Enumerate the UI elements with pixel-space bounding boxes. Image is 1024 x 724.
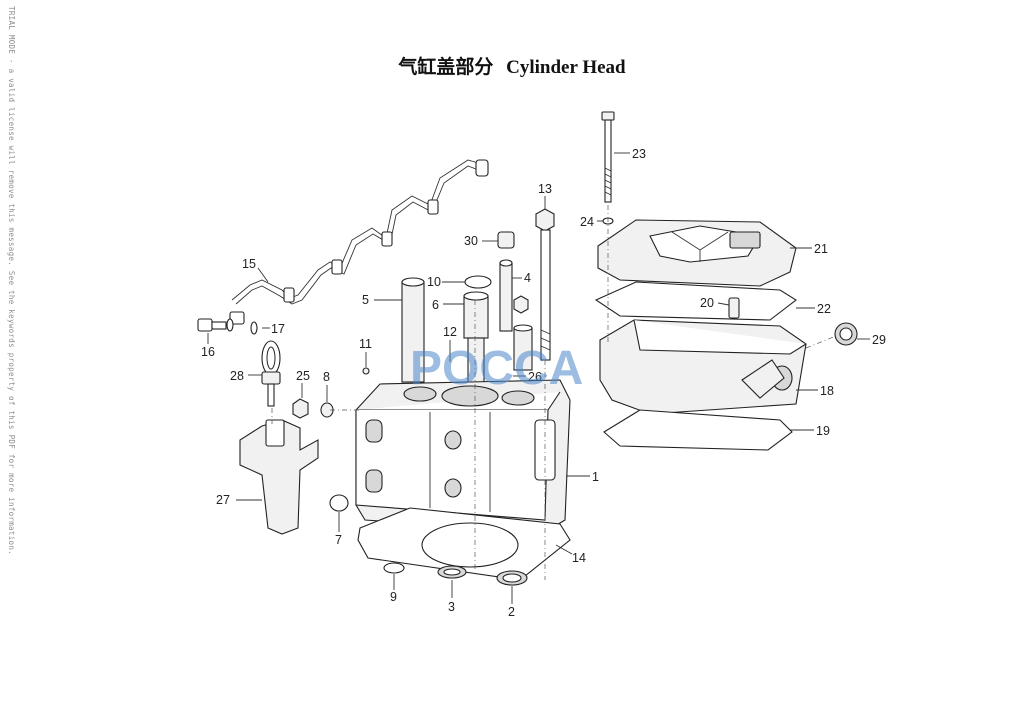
callout-29: 29: [872, 333, 886, 347]
page-title: 气缸盖部分 Cylinder Head: [0, 52, 1024, 79]
callout-3: 3: [448, 600, 455, 614]
small-bolt-part: [728, 297, 740, 319]
cover-seal-part: [834, 322, 858, 346]
callout-22: 22: [817, 302, 831, 316]
banjo-bolt-part: [197, 318, 258, 335]
callout-15: 15: [242, 257, 256, 271]
callout-labels: 1 2 3 4 5 6 7 8 9 10 11 12 13 14 15 16 1…: [201, 147, 886, 619]
seal-ring-part: [329, 494, 349, 512]
callout-21: 21: [814, 242, 828, 256]
callout-23: 23: [632, 147, 646, 161]
callout-20: 20: [700, 296, 714, 310]
lifting-eye-part: [261, 340, 281, 407]
sleeve-part: [401, 277, 425, 383]
callout-5: 5: [362, 293, 369, 307]
callout-16: 16: [201, 345, 215, 359]
o-ring-part: [464, 275, 492, 289]
leader-lines: [207, 152, 870, 604]
fuel-pipe-part: [229, 159, 489, 325]
callout-6: 6: [432, 298, 439, 312]
callout-9: 9: [390, 590, 397, 604]
rocker-housing-part: [599, 319, 807, 415]
callout-11: 11: [359, 337, 372, 351]
callout-8: 8: [323, 370, 330, 384]
callout-14: 14: [572, 551, 586, 565]
callout-1: 1: [592, 470, 599, 484]
callout-2: 2: [508, 605, 515, 619]
callout-19: 19: [816, 424, 830, 438]
callout-10: 10: [427, 275, 441, 289]
callout-4: 4: [524, 271, 531, 285]
head-gasket-part: [357, 507, 571, 581]
injector-sleeve-part: [463, 291, 489, 385]
valve-spring-seat-part: [513, 295, 533, 371]
pocca-watermark-logo: POCCA: [410, 342, 583, 395]
head-bolt-part: [535, 208, 555, 361]
callout-26: 26: [528, 370, 542, 384]
title-english: Cylinder Head: [506, 57, 626, 78]
valve-cover-part: [597, 219, 797, 287]
cylinder-head-block-part: [355, 379, 571, 533]
callout-27: 27: [216, 493, 230, 507]
cover-bolt-part: [601, 111, 615, 203]
housing-gasket-part: [603, 409, 793, 451]
pin-part: [362, 367, 370, 375]
assembly-axis-lines: [271, 205, 837, 580]
cover-gasket-part: [594, 281, 797, 321]
callout-7: 7: [335, 533, 342, 547]
callout-24: 24: [580, 215, 594, 229]
title-chinese: 气缸盖部分: [398, 57, 494, 78]
nut-part: [292, 398, 309, 419]
valve-seal-part: [437, 565, 467, 579]
callout-25: 25: [296, 369, 310, 383]
small-o-ring-part: [383, 562, 405, 574]
bracket-part: [239, 419, 319, 535]
oil-seal-part: [496, 570, 528, 586]
callout-12: 12: [443, 325, 457, 339]
trial-mode-watermark: TRIAL MODE - a valid license will remove…: [7, 6, 16, 555]
callout-13: 13: [538, 182, 552, 196]
valve-guide-part: [497, 231, 515, 332]
callout-28: 28: [230, 369, 244, 383]
callout-17: 17: [271, 322, 285, 336]
callout-18: 18: [820, 384, 834, 398]
callout-30: 30: [464, 234, 478, 248]
